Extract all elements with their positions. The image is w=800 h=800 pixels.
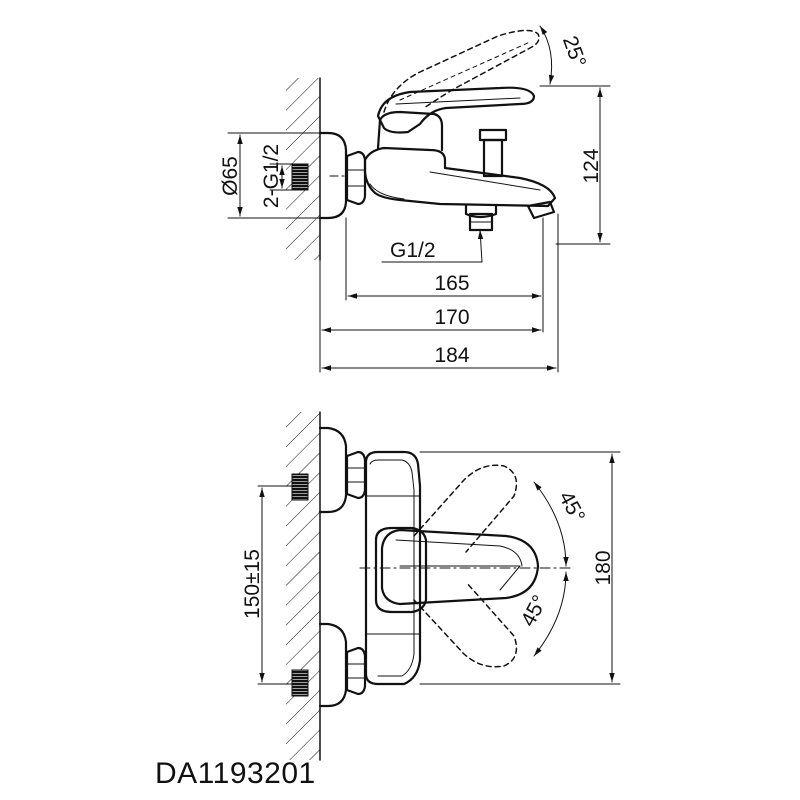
top-view: 45° 45° 180 150±15 (241, 411, 621, 761)
diverter-knob-side (478, 128, 508, 178)
lever-raised-side (383, 29, 540, 113)
escutcheon-top-lower (318, 622, 348, 708)
wall-connector-top-lower (291, 669, 309, 697)
spout-tip-side (526, 200, 556, 220)
lever-rotated-upper (413, 464, 518, 553)
dim-angle-lower-label: 45° (517, 592, 552, 631)
nut-top-lower (345, 646, 367, 696)
nut-top-upper (345, 450, 367, 500)
dim-angle-upper-label: 45° (554, 488, 589, 527)
dim-length-170-label: 170 (434, 306, 469, 329)
lever-top (380, 528, 540, 606)
wall-connector-side (291, 163, 309, 191)
mixer-body-side (363, 146, 557, 208)
nut-side (345, 150, 367, 206)
dim-length-165-label: 165 (434, 272, 469, 295)
wall-connector-top-upper (291, 473, 309, 501)
outlet-connector-side (464, 204, 498, 232)
mixer-body-top (364, 450, 422, 686)
dim-diameter-label: Ø65 (219, 156, 242, 196)
dim-connection-label: 2-G1/2 (260, 144, 283, 208)
lever-side (376, 86, 536, 134)
lever-rotated-lower (413, 581, 518, 668)
dim-lever-angle-label: 25° (558, 33, 590, 71)
cartridge-side (376, 110, 444, 152)
model-code: DA1193201 (155, 757, 316, 790)
dim-height-label: 124 (580, 148, 603, 183)
dim-outlet-thread-label: G1/2 (390, 239, 436, 262)
wall-top (286, 411, 321, 761)
escutcheon-top-upper (318, 426, 348, 514)
dim-length-184-label: 184 (434, 344, 469, 367)
side-view: Ø65 2-G1/2 124 25° G1/2 165 170 184 (219, 25, 611, 373)
dim-centers-label: 150±15 (241, 549, 264, 619)
dim-width-label: 180 (592, 550, 615, 585)
cartridge-top (374, 526, 428, 614)
